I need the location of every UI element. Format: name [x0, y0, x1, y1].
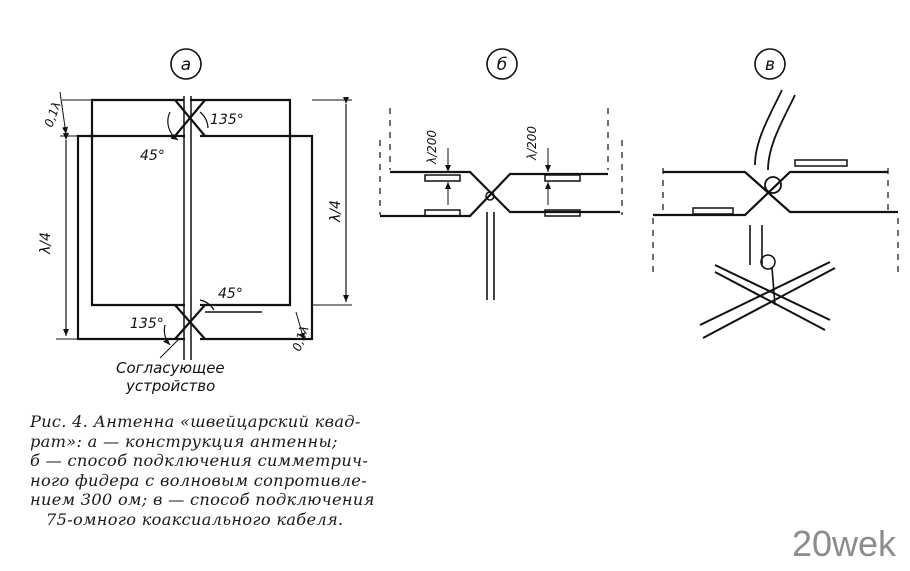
caption-line-4: ного фидера с волновым сопротивле- — [30, 470, 367, 490]
device-label-2: устройство — [125, 377, 215, 395]
caption-line-6: 75-омного коаксиального кабеля. — [46, 509, 344, 529]
panel-b-letter: б — [497, 55, 507, 75]
panel-b-dim-left: λ/200 — [425, 130, 439, 165]
panel-a-top-inner-element — [76, 134, 185, 341]
panel-a-letter-circle — [170, 48, 202, 80]
watermark: 20wek — [791, 523, 896, 564]
figure-caption: Рис. 4. Антенна «швейцарский квад- рат»:… — [30, 412, 430, 530]
dim-quarter-right: λ/4 — [328, 200, 344, 223]
caption-line-2: рат»: а — конструкция антенны; — [30, 431, 338, 451]
dim-quarter-left: λ/4 — [38, 232, 54, 255]
caption-line-5: нием 300 ом; в — способ подключения — [30, 490, 375, 510]
panel-c-letter-circle — [754, 48, 786, 80]
panel-c — [652, 48, 899, 339]
caption-line-1: Рис. 4. Антенна «швейцарский квад- — [30, 412, 361, 431]
panel-a-right-element-2 — [200, 134, 314, 341]
angle-bottom-1: 45° — [218, 286, 243, 302]
angle-top-1: 135° — [210, 112, 244, 128]
device-label-1: Согласующее — [116, 359, 225, 377]
panel-b-dim-right: λ/200 — [525, 126, 539, 161]
panel-b-letter-circle — [486, 48, 518, 80]
panel-a-letter: а — [181, 55, 191, 75]
panel-c-letter: в — [765, 55, 775, 75]
dim-small-top: 0,1λ — [42, 100, 64, 129]
panel-a-top-outer-element — [90, 98, 185, 307]
angle-top-2: 45° — [140, 148, 165, 164]
caption-line-3: б — способ подключения симметрич- — [30, 451, 369, 471]
angle-bottom-2: 135° — [130, 316, 164, 332]
panel-a — [56, 48, 352, 360]
panel-a-right-element-1 — [190, 98, 292, 307]
panel-b — [379, 48, 623, 300]
